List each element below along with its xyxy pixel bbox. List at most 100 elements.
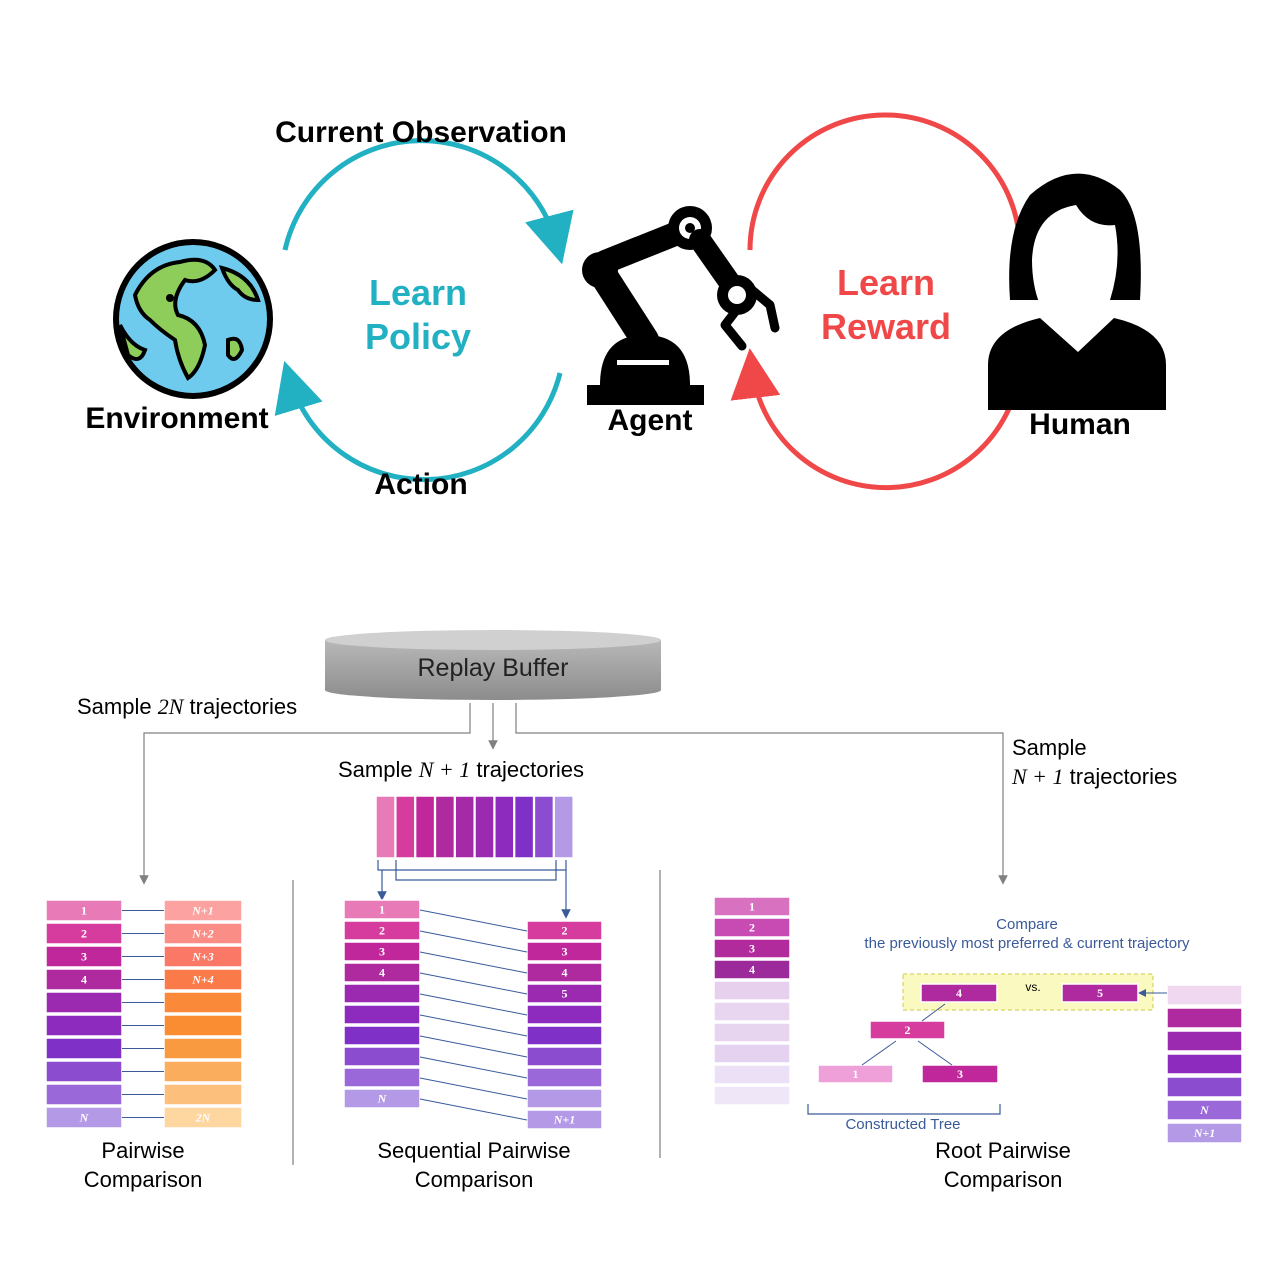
human-label: Human — [1029, 408, 1131, 441]
sequential-strip-bar — [454, 795, 475, 859]
sequential-left-bar: 4 — [343, 962, 421, 983]
root-left-bar — [713, 1085, 791, 1106]
svg-text:4: 4 — [81, 973, 87, 987]
svg-text:1: 1 — [81, 904, 87, 918]
sequential-left-bar — [343, 1025, 421, 1046]
svg-text:4: 4 — [562, 966, 568, 980]
reward-arc-bottom — [730, 348, 1023, 491]
root-left-bar — [713, 1022, 791, 1043]
root-right-bar — [1166, 1030, 1243, 1052]
sample-right-line2: N + 1 trajectories — [1012, 764, 1178, 789]
svg-text:N: N — [79, 1111, 90, 1125]
sequential-link — [419, 930, 528, 953]
root-right-bar — [1166, 1053, 1243, 1075]
pairwise-right-bar: N+1 — [163, 899, 243, 922]
replay-buffer-label: Replay Buffer — [417, 654, 569, 682]
sequential-link — [419, 1035, 528, 1058]
sequential-right-bar — [526, 1088, 603, 1109]
pairwise-right-bar: N+2 — [163, 922, 243, 945]
sequential-link — [419, 909, 528, 932]
sequential-right-bar — [526, 1004, 603, 1025]
root-right-bar: N+1 — [1166, 1122, 1243, 1144]
svg-text:5: 5 — [562, 987, 568, 1001]
sequential-left-bar — [343, 1004, 421, 1025]
svg-text:2: 2 — [905, 1023, 911, 1037]
sequential-link — [419, 1098, 528, 1121]
svg-text:3: 3 — [379, 945, 385, 959]
pairwise-left-bar — [45, 1037, 123, 1060]
constructed-tree-label: Constructed Tree — [845, 1116, 961, 1133]
pairwise-caption-line1: Pairwise — [101, 1138, 185, 1163]
sample-2n-label: Sample 2N trajectories — [77, 694, 298, 719]
replay-buffer-cylinder — [325, 630, 661, 700]
tree-node-2: 2 — [869, 1020, 946, 1040]
constructed-tree-bracket — [807, 1104, 1001, 1115]
sequential-left-bar: 3 — [343, 941, 421, 962]
learn-reward-line1: Learn — [836, 262, 936, 303]
action-arc — [274, 360, 563, 483]
svg-text:2: 2 — [81, 927, 87, 941]
sequential-right-bar: 4 — [526, 962, 603, 983]
pairwise-right-bar — [163, 1060, 243, 1083]
pairwise-caption-line2: Comparison — [83, 1167, 203, 1192]
globe-icon — [113, 239, 273, 399]
buffer-connectors — [139, 703, 1008, 885]
sequential-right-bar: 5 — [526, 983, 603, 1004]
observation-arc — [282, 138, 574, 265]
svg-text:3: 3 — [749, 942, 755, 956]
svg-text:4: 4 — [956, 986, 962, 1000]
vs-label: vs. — [1025, 980, 1040, 994]
root-left-bar: 2 — [713, 917, 791, 938]
sequential-left-bar: 2 — [343, 920, 421, 941]
sequential-strip-bar — [414, 795, 436, 859]
svg-text:2N: 2N — [195, 1111, 212, 1125]
tree-node-1: 1 — [817, 1064, 894, 1084]
sequential-right-bar: N+1 — [526, 1109, 603, 1130]
root-left-bar: 1 — [713, 896, 791, 917]
pairwise-left-bar: 2 — [45, 922, 123, 945]
svg-text:2: 2 — [562, 924, 568, 938]
pairwise-right-bar — [163, 1037, 243, 1060]
svg-text:N+1: N+1 — [191, 904, 214, 918]
pairwise-right-bar — [163, 1014, 243, 1037]
svg-text:2: 2 — [379, 924, 385, 938]
sequential-link — [419, 1014, 528, 1037]
learn-policy-line1: Learn — [368, 272, 468, 313]
pairwise-left-bar — [45, 1060, 123, 1083]
pairwise-right-bar — [163, 991, 243, 1014]
sequential-strip-bar — [375, 795, 396, 859]
root-right-bar — [1166, 1076, 1243, 1098]
compare-line1: Compare — [996, 916, 1058, 933]
svg-text:N: N — [1199, 1103, 1210, 1117]
root-right-bar — [1166, 984, 1243, 1006]
svg-text:1: 1 — [853, 1067, 859, 1081]
sequential-strip-bar — [434, 795, 456, 859]
sequential-strip-bar — [513, 795, 535, 859]
reward-arc-top — [747, 112, 1023, 251]
sequential-right-bar: 3 — [526, 941, 603, 962]
human-icon — [988, 173, 1166, 410]
sequential-caption-line2: Comparison — [414, 1167, 534, 1192]
compare-line2: the previously most preferred & current … — [864, 935, 1190, 952]
current-observation-label: Current Observation — [275, 116, 567, 149]
environment-label: Environment — [85, 402, 269, 435]
svg-text:1: 1 — [749, 900, 755, 914]
svg-text:N+3: N+3 — [191, 950, 214, 964]
root-right-bar — [1166, 1007, 1243, 1029]
learn-policy-line2: Policy — [364, 316, 472, 357]
sequential-strip-bar — [533, 795, 555, 859]
svg-text:N: N — [377, 1092, 388, 1106]
sequential-right-bar — [526, 1067, 603, 1088]
sequential-right-bar — [526, 1025, 603, 1046]
pairwise-left-bar — [45, 1014, 123, 1037]
pairwise-right-bar: N+3 — [163, 945, 243, 968]
pairwise-left-bar: 1 — [45, 899, 123, 922]
pairwise-left-bar — [45, 991, 123, 1014]
sample-n1-label: Sample N + 1 trajectories — [338, 757, 584, 782]
root-left-bar: 4 — [713, 959, 791, 980]
tree-edge — [917, 1040, 953, 1066]
root-left-bar — [713, 1043, 791, 1064]
svg-text:3: 3 — [562, 945, 568, 959]
svg-text:2: 2 — [749, 921, 755, 935]
